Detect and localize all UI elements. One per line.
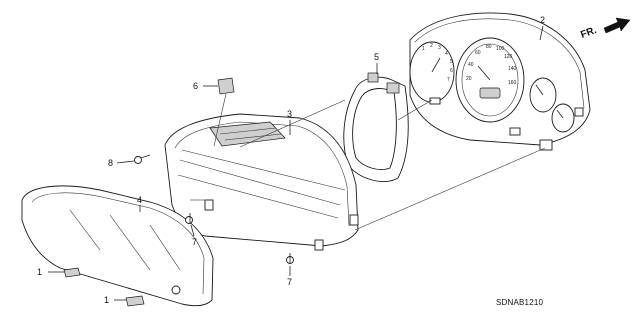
bezel-ring: [343, 72, 409, 182]
callout-4: 4: [137, 195, 142, 205]
speedo-tick-60: 60: [475, 50, 481, 56]
clip-1b: [125, 295, 145, 307]
speedo-tick-20: 20: [466, 76, 472, 82]
tach-tick-7: 7: [447, 77, 450, 83]
clip-1a: [63, 267, 81, 278]
gauge-assembly: 1 2 3 4 5 6 7 20 40 60 80 100 120 140 16…: [409, 12, 591, 151]
tach-tick-4: 4: [445, 51, 448, 57]
front-direction-label: FR.: [579, 25, 598, 41]
tach-tick-6: 6: [450, 68, 453, 74]
callout-5: 5: [374, 52, 379, 62]
speedo-tick-160: 160: [508, 80, 517, 86]
screw-7a: [185, 213, 193, 224]
callout-1a: 1: [37, 267, 42, 277]
callout-7b: 7: [287, 277, 292, 287]
speedo-tick-100: 100: [496, 46, 505, 52]
tach-tick-2: 2: [430, 43, 433, 49]
front-direction-indicator: FR.: [579, 17, 631, 41]
tach-tick-3: 3: [438, 45, 441, 51]
callout-7a: 7: [192, 237, 197, 247]
speedo-tick-120: 120: [504, 54, 513, 60]
tach-tick-5: 5: [450, 59, 453, 65]
screw-7b: [286, 253, 294, 264]
speedo-tick-80: 80: [486, 44, 492, 50]
clip-6: [213, 77, 235, 147]
callout-3: 3: [287, 109, 292, 119]
callout-6: 6: [193, 81, 198, 91]
callout-2: 2: [540, 15, 545, 25]
front-arrow-icon: [603, 17, 631, 34]
meter-lens: [21, 185, 214, 307]
cluster-case: [164, 113, 359, 251]
diagram-code: SDNAB1210: [496, 298, 544, 307]
tach-tick-1: 1: [422, 46, 425, 52]
speedo-tick-140: 140: [508, 66, 517, 72]
callout-8: 8: [108, 158, 113, 168]
callout-1b: 1: [104, 295, 109, 305]
leader-lines: [48, 25, 544, 301]
speedo-tick-40: 40: [468, 62, 474, 68]
guide-lines: [190, 99, 546, 231]
screw-8: [134, 154, 151, 164]
